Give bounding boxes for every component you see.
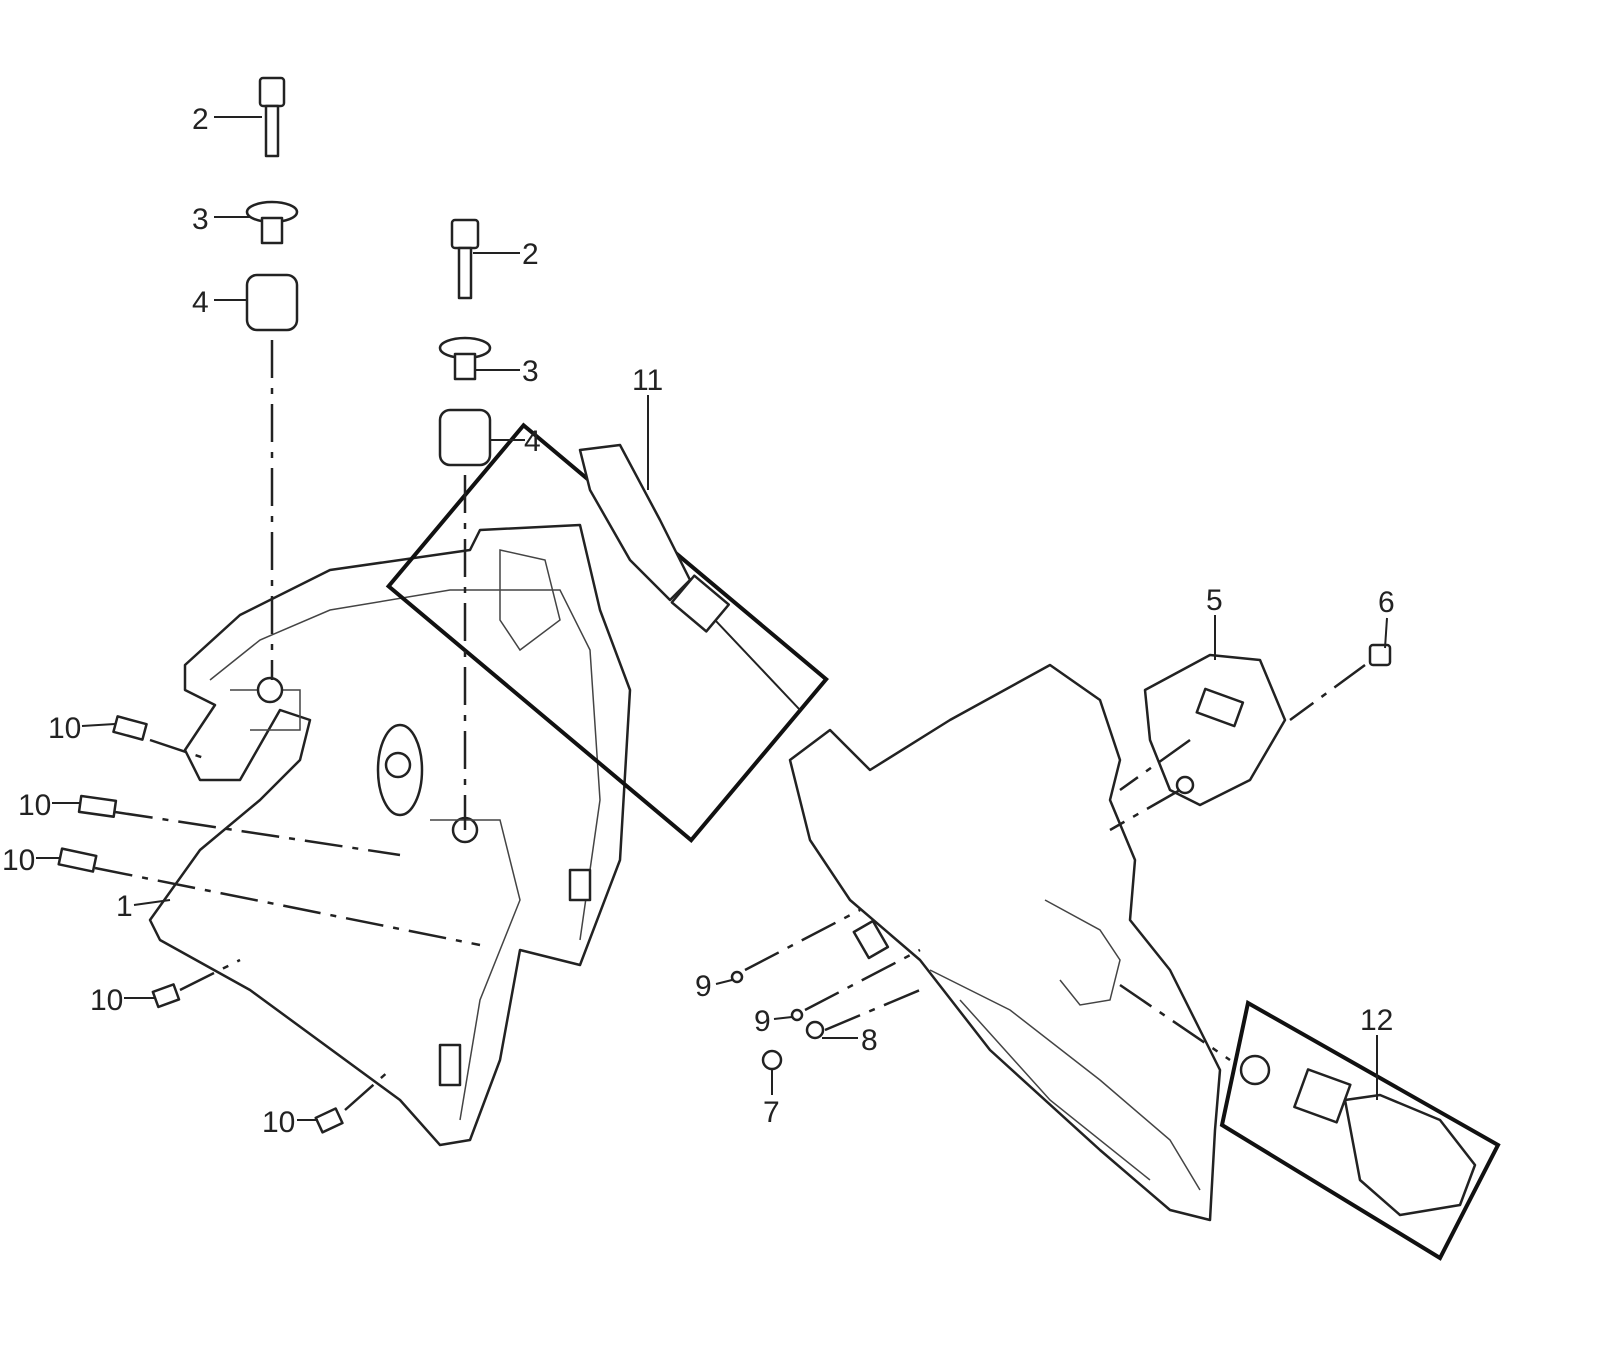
callout-9: 9 xyxy=(754,1005,771,1038)
callout-7: 7 xyxy=(763,1096,780,1129)
callout-2: 2 xyxy=(192,103,209,136)
callout-10: 10 xyxy=(90,984,123,1017)
callout-10: 10 xyxy=(262,1106,295,1139)
leader-lines xyxy=(36,116,1388,1121)
callout-3: 3 xyxy=(192,203,209,236)
callout-8: 8 xyxy=(861,1024,878,1057)
callout-1: 1 xyxy=(116,890,133,923)
callout-5: 5 xyxy=(1206,584,1223,617)
callout-11: 11 xyxy=(632,364,663,397)
bolt-stack-center xyxy=(438,218,492,830)
callout-12: 12 xyxy=(1360,1004,1393,1037)
nuts-washers xyxy=(730,908,921,1071)
callout-10: 10 xyxy=(2,844,35,877)
callout-3: 3 xyxy=(522,355,539,388)
callout-4: 4 xyxy=(192,286,209,319)
turn-signal-rear xyxy=(1219,999,1501,1261)
callout-labels: 2 3 4 2 3 4 11 5 6 10 10 10 1 10 10 9 9 … xyxy=(2,103,1395,1139)
callout-6: 6 xyxy=(1378,586,1395,619)
turn-signal-front xyxy=(385,422,829,843)
license-plate-light xyxy=(1143,653,1287,807)
callout-2: 2 xyxy=(522,238,539,271)
mounting-bracket xyxy=(148,523,632,1147)
callout-10: 10 xyxy=(18,789,51,822)
callout-10: 10 xyxy=(48,712,81,745)
rear-fender xyxy=(788,663,1222,1222)
bolt-stack-left xyxy=(245,76,299,680)
screws xyxy=(57,643,1392,1134)
callout-4: 4 xyxy=(524,425,541,458)
callout-9: 9 xyxy=(695,970,712,1003)
